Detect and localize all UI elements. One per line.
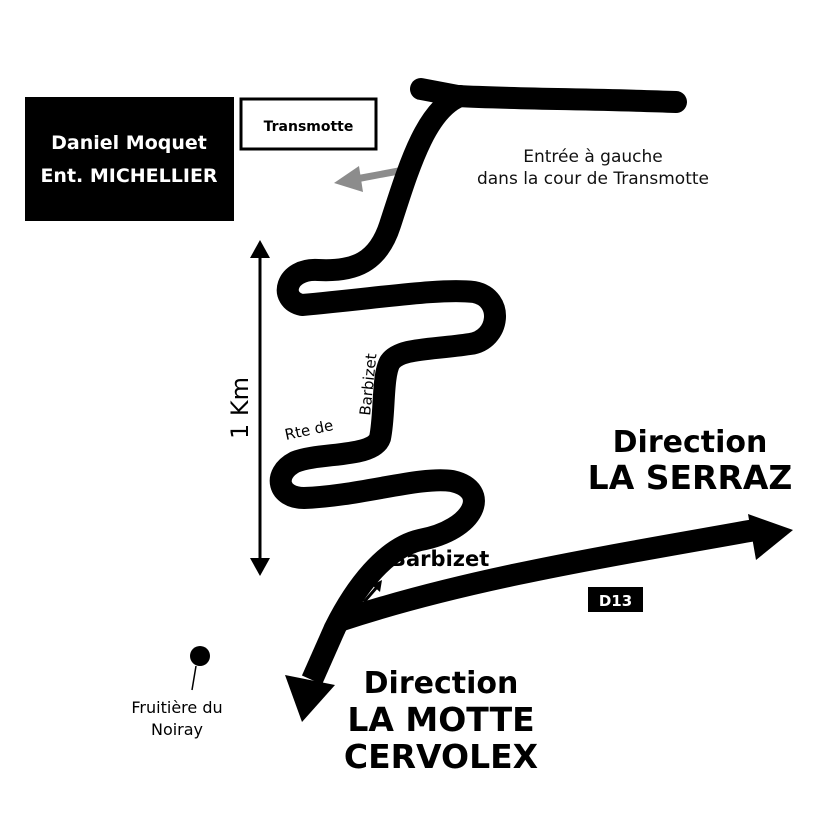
transmotte-box: Transmotte (239, 97, 378, 151)
entrance-note-line2: dans la cour de Transmotte (477, 169, 709, 189)
arrow-up-right-icon (362, 580, 382, 603)
arrow-left-icon (334, 166, 405, 192)
direction-serraz-line1: Direction (613, 425, 768, 460)
direction-serraz-line2: LA SERRAZ (588, 458, 793, 497)
direction-motte-line3: CERVOLEX (344, 737, 538, 776)
scale-label: 1 Km (226, 377, 254, 439)
arrow-la-motte-head (285, 675, 335, 722)
transmotte-label: Transmotte (264, 119, 354, 135)
company-box: Daniel Moquet Ent. MICHELLIER (25, 97, 234, 221)
arrow-la-serraz-head (748, 514, 793, 560)
road-winding (269, 85, 506, 639)
double-arrow-vertical-icon (250, 240, 270, 576)
company-subtitle: Ent. MICHELLIER (40, 165, 217, 187)
road-label-part1: Rte de (283, 416, 335, 444)
direction-motte-line2: LA MOTTE (347, 700, 534, 739)
place-barbizet: Barbizet (390, 547, 489, 571)
company-box-background (25, 97, 234, 221)
road-to-la-motte (301, 623, 346, 685)
fruitiere-line1: Fruitière du (131, 698, 222, 717)
transmotte-box-border (239, 97, 378, 151)
road-number: D13 (599, 592, 632, 610)
company-name: Daniel Moquet (51, 132, 207, 154)
map-pin-icon (190, 646, 210, 691)
entrance-note-line1: Entrée à gauche (523, 147, 663, 167)
direction-motte-line1: Direction (364, 666, 519, 701)
road-d13 (338, 519, 757, 631)
fruitiere-line2: Noiray (151, 720, 203, 739)
road-number-badge: D13 (588, 587, 643, 612)
